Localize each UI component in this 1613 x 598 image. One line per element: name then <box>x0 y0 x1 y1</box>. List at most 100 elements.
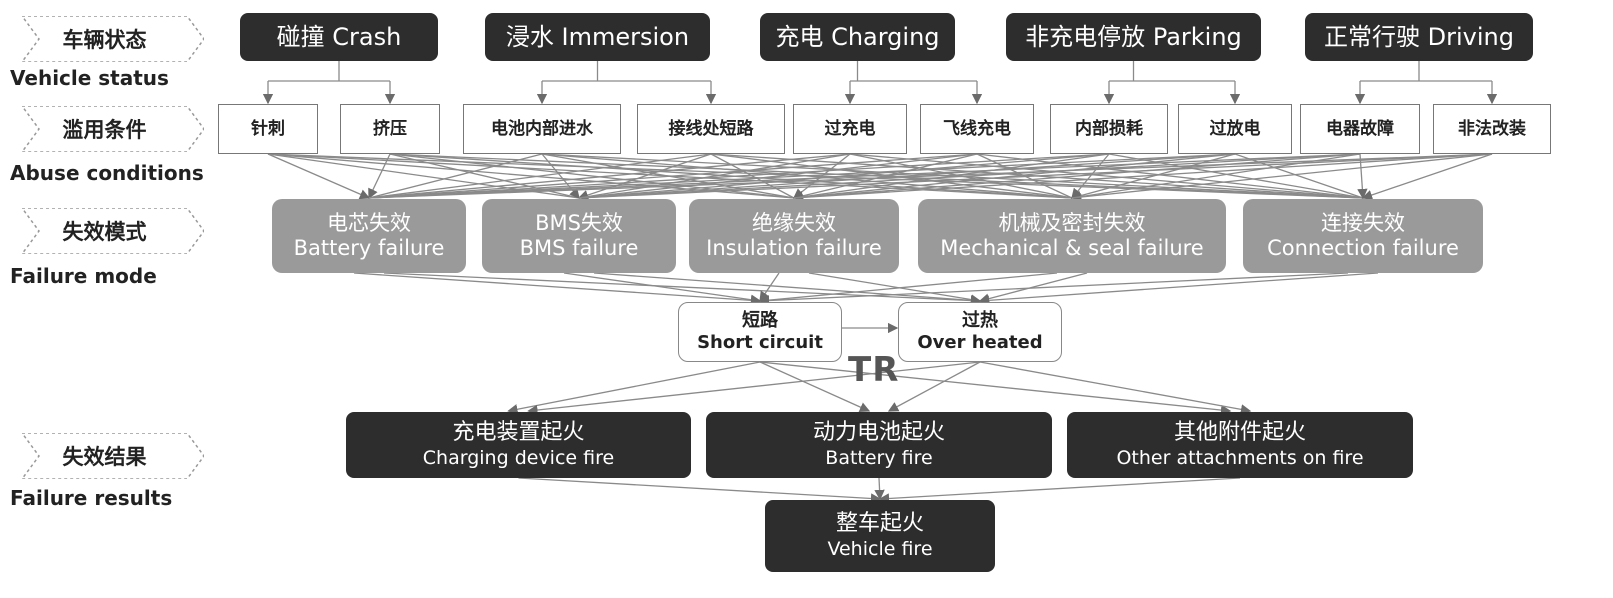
condition-mode-line <box>541 153 580 199</box>
node-label-en: Charging device fire <box>422 446 615 469</box>
condition-flying-wire-charging: 飞线充电 <box>920 104 1034 154</box>
row-label-en: Failure mode <box>10 264 157 288</box>
mode-intermediate-line <box>383 272 982 306</box>
condition-mode-line <box>368 153 543 199</box>
intermediate-result-line <box>507 361 761 415</box>
node-label-en: Connection failure <box>1267 236 1459 260</box>
failure-mode-battery: 电芯失效 Battery failure <box>272 199 466 273</box>
mode-intermediate-line <box>563 272 762 305</box>
condition-mode-line <box>793 153 1493 199</box>
intermediate-result-line <box>979 361 1252 415</box>
condition-mode-line <box>267 153 1364 199</box>
condition-mode-line <box>710 153 795 199</box>
node-label-en: Other attachments on fire <box>1116 446 1364 469</box>
condition-mode-line <box>368 153 978 199</box>
condition-mode-line <box>368 153 851 199</box>
node-label-zh: 机械及密封失效 <box>998 210 1146 235</box>
condition-internal-loss: 内部损耗 <box>1050 104 1168 154</box>
node-label-zh: BMS失效 <box>535 210 623 235</box>
condition-mode-line <box>793 153 1110 199</box>
condition-mode-line <box>792 153 851 199</box>
row-label-zh: 失效模式 <box>62 220 147 244</box>
condition-mode-line <box>1108 153 1364 199</box>
condition-mode-line <box>578 153 978 199</box>
status-crash: 碰撞 Crash <box>240 13 438 61</box>
condition-mode-line <box>792 153 978 201</box>
row-label-abuse-conditions: 滥用条件 <box>22 106 204 152</box>
mode-intermediate-line <box>759 272 780 303</box>
row-label-en: Vehicle status <box>10 66 169 90</box>
mode-intermediate-line <box>353 272 762 306</box>
node-label-zh: 其他附件起火 <box>1173 420 1306 446</box>
condition-mode-line <box>793 153 1236 199</box>
row-label-failure-mode: 失效模式 <box>22 208 204 254</box>
condition-mode-line <box>267 153 371 200</box>
condition-mode-line <box>578 153 1110 199</box>
status-immersion: 浸水 Immersion <box>485 13 710 61</box>
row-label-failure-results: 失效结果 <box>22 433 204 479</box>
condition-mode-line <box>368 153 712 199</box>
result-other-attachments-fire: 其他附件起火 Other attachments on fire <box>1067 412 1413 478</box>
row-label-en: Failure results <box>10 486 173 510</box>
failure-mode-mechanical-seal: 机械及密封失效 Mechanical & seal failure <box>918 199 1226 273</box>
node-label-zh: 电芯失效 <box>327 210 411 235</box>
mode-intermediate-line <box>978 272 1379 306</box>
condition-mode-line <box>849 153 1364 199</box>
row-label-zh: 车辆状态 <box>62 28 147 52</box>
node-label-zh: 绝缘失效 <box>752 210 836 235</box>
condition-crush: 挤压 <box>340 104 440 154</box>
intermediate-result-line <box>759 361 1232 416</box>
result-battery-fire: 动力电池起火 Battery fire <box>706 412 1052 478</box>
condition-mode-line <box>368 153 1110 199</box>
condition-mode-line <box>578 153 1493 199</box>
status-charging: 充电 Charging <box>760 13 955 61</box>
node-label-en: Mechanical & seal failure <box>940 236 1204 260</box>
node-label-en: BMS failure <box>519 236 639 260</box>
condition-overdischarge: 过放电 <box>1178 104 1292 154</box>
row-label-zh: 失效结果 <box>62 445 147 469</box>
condition-mode-line <box>368 153 391 200</box>
result-final-line <box>874 477 885 501</box>
mode-intermediate-line <box>593 272 982 306</box>
row-label-en: Abuse conditions <box>10 161 204 185</box>
thermal-runaway-label: TR <box>848 350 900 390</box>
status-driving: 正常行驶 Driving <box>1305 13 1533 61</box>
intermediate-result-line <box>759 361 871 413</box>
condition-mode-line <box>793 153 1361 199</box>
status-parking: 非充电停放 Parking <box>1006 13 1261 61</box>
intermediate-over-heated: 过热 Over heated <box>898 302 1062 362</box>
mode-intermediate-line <box>758 272 1349 306</box>
condition-overcharge: 过充电 <box>793 104 907 154</box>
row-label-zh: 滥用条件 <box>62 118 147 142</box>
result-final-line <box>518 477 882 504</box>
condition-mode-line <box>976 153 1364 199</box>
failure-mode-insulation: 绝缘失效 Insulation failure <box>689 199 899 273</box>
condition-water-ingress: 电池内部进水 <box>463 104 621 154</box>
intermediate-result-line <box>527 361 981 416</box>
result-vehicle-fire: 整车起火 Vehicle fire <box>765 500 995 572</box>
condition-illegal-modification: 非法改装 <box>1433 104 1551 154</box>
condition-mode-line <box>368 153 1493 199</box>
node-label-en: Over heated <box>917 332 1043 353</box>
condition-mode-line <box>577 153 712 201</box>
node-label-en: Short circuit <box>697 332 823 353</box>
mode-intermediate-line <box>758 272 1058 306</box>
mode-intermediate-line <box>978 272 1088 304</box>
node-label-en: Insulation failure <box>706 236 882 260</box>
node-label-zh: 动力电池起火 <box>812 420 945 446</box>
condition-mode-line <box>1361 153 1493 200</box>
condition-electrical-fault: 电器故障 <box>1300 104 1420 154</box>
failure-mode-bms: BMS失效 BMS failure <box>482 199 676 273</box>
intermediate-short-circuit: 短路 Short circuit <box>678 302 842 362</box>
result-final-line <box>878 477 1241 504</box>
node-label-en: Battery fire <box>825 446 933 469</box>
node-label-zh: 短路 <box>742 310 778 332</box>
node-label-zh: 整车起火 <box>835 511 924 537</box>
node-label-zh: 过热 <box>962 310 998 332</box>
condition-wiring-short: 接线处短路 <box>637 104 785 154</box>
condition-needle: 针刺 <box>218 104 318 154</box>
node-label-zh: 连接失效 <box>1321 210 1405 235</box>
condition-mode-line <box>368 153 1361 199</box>
